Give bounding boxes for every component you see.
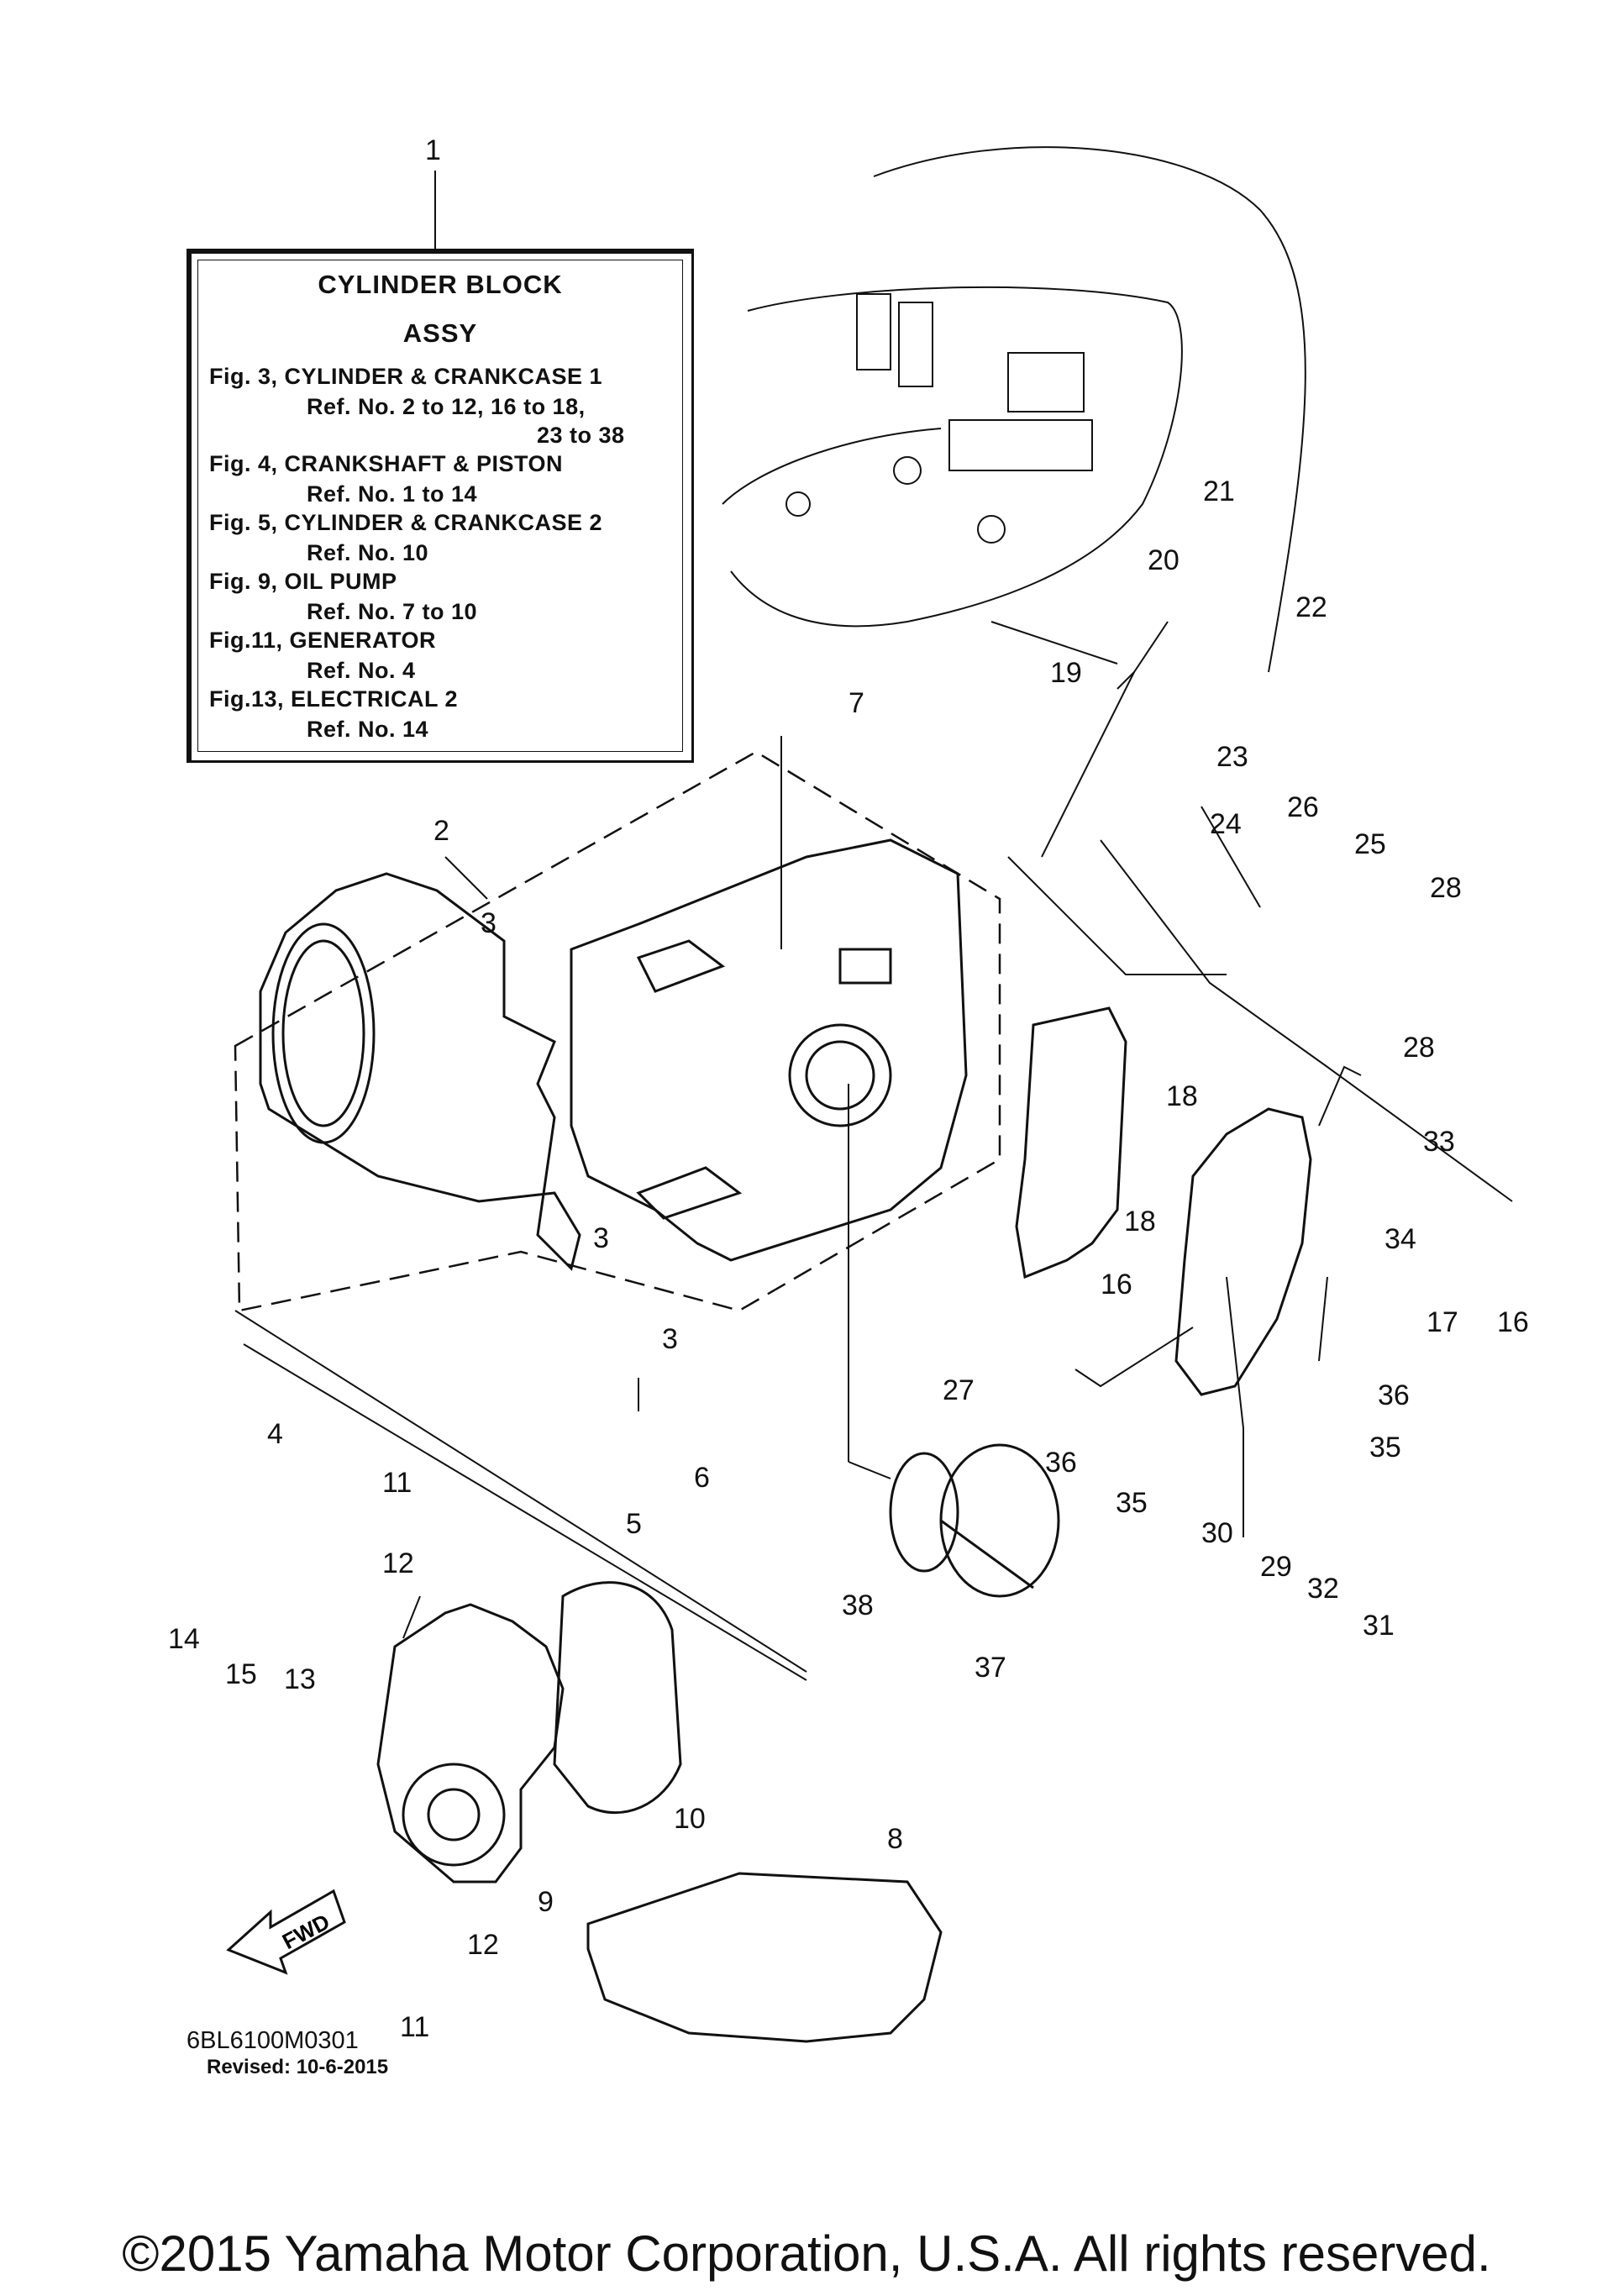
- callout-35: 35: [1369, 1432, 1401, 1463]
- legend-line: Fig. 4, CRANKSHAFT & PISTON: [209, 451, 564, 476]
- callout-28: 28: [1403, 1032, 1435, 1064]
- callout-28: 28: [1430, 872, 1462, 904]
- callout-27: 27: [943, 1374, 975, 1406]
- callout-33: 33: [1423, 1126, 1455, 1158]
- legend-line: Ref. No. 14: [307, 717, 429, 742]
- oil-filter-37: [889, 1443, 1060, 1598]
- callout-5: 5: [626, 1508, 642, 1540]
- callout-8: 8: [887, 1823, 903, 1855]
- callout-25: 25: [1354, 828, 1386, 860]
- callout-16: 16: [1101, 1269, 1132, 1300]
- callout-32: 32: [1307, 1573, 1339, 1605]
- gasket-10: [553, 1581, 682, 1815]
- callout-3: 3: [481, 907, 497, 939]
- callout-6: 6: [694, 1462, 710, 1494]
- legend-line: Ref. No. 2 to 12, 16 to 18,: [307, 394, 586, 419]
- legend-line: Fig.11, GENERATOR: [209, 628, 437, 653]
- callout-4: 4: [267, 1418, 283, 1450]
- oil-pump: [376, 1603, 565, 1884]
- callout-12: 12: [467, 1929, 499, 1961]
- callout-20: 20: [1148, 544, 1180, 576]
- leader-lines: [234, 171, 1513, 1681]
- assembly-dashed-outline: [234, 750, 1001, 1312]
- legend-line: Ref. No. 4: [307, 658, 416, 683]
- callout-38: 38: [842, 1589, 874, 1621]
- legend-box: CYLINDER BLOCK ASSY Fig. 3, CYLINDER & C…: [187, 249, 694, 763]
- callout-30: 30: [1201, 1517, 1233, 1549]
- gasket-27: [1015, 1006, 1127, 1279]
- legend-line: Fig.13, ELECTRICAL 2: [209, 686, 459, 712]
- callout-13: 13: [284, 1663, 316, 1695]
- crankcase-block: [570, 838, 968, 1262]
- callout-37: 37: [975, 1652, 1006, 1684]
- callout-26: 26: [1287, 791, 1319, 823]
- callout-11: 11: [400, 2011, 429, 2043]
- callout-35: 35: [1116, 1487, 1148, 1519]
- legend-line: Ref. No. 1 to 14: [307, 481, 478, 507]
- callout-18: 18: [1166, 1080, 1198, 1112]
- cylinder-block-housing: [259, 872, 581, 1271]
- callout-14: 14: [168, 1623, 200, 1655]
- callout-24: 24: [1210, 808, 1242, 840]
- upper-engine-outline: [722, 146, 1306, 673]
- diagram-code: 6BL6100M0301: [187, 2027, 359, 2054]
- callout-31: 31: [1363, 1610, 1395, 1642]
- callout-34: 34: [1384, 1223, 1416, 1255]
- legend-inner-frame: [197, 260, 683, 752]
- callout-36: 36: [1045, 1447, 1077, 1479]
- legend-line: Ref. No. 7 to 10: [307, 599, 478, 624]
- callout-12: 12: [382, 1547, 414, 1579]
- legend-line: Ref. No. 10: [307, 540, 429, 565]
- legend-ref-number: 1: [425, 134, 441, 166]
- callout-29: 29: [1260, 1551, 1292, 1583]
- revised-date: Revised: 10-6-2015: [207, 2056, 389, 2078]
- callout-23: 23: [1216, 741, 1248, 773]
- callout-3: 3: [593, 1222, 609, 1254]
- callout-15: 15: [225, 1658, 257, 1690]
- legend-line: Fig. 3, CYLINDER & CRANKCASE 1: [209, 364, 603, 389]
- callout-11: 11: [382, 1467, 412, 1499]
- gasket-8: [586, 1872, 943, 2043]
- legend-line: 23 to 38: [537, 423, 625, 448]
- callout-7: 7: [849, 687, 864, 719]
- callout-22: 22: [1295, 591, 1327, 623]
- legend-line: Fig. 5, CYLINDER & CRANKCASE 2: [209, 510, 603, 535]
- callout-18: 18: [1124, 1206, 1156, 1237]
- legend-title-line2: ASSY: [402, 318, 478, 348]
- callout-2: 2: [433, 815, 449, 847]
- callout-3: 3: [662, 1323, 678, 1355]
- copyright-footer: ©2015 Yamaha Motor Corporation, U.S.A. A…: [122, 2225, 1491, 2282]
- fwd-arrow-icon: FWD: [226, 1889, 346, 1975]
- callout-9: 9: [538, 1886, 554, 1918]
- callout-10: 10: [674, 1803, 706, 1835]
- thermostat-cover: [1174, 1107, 1312, 1396]
- callout-19: 19: [1050, 657, 1082, 689]
- callout-17: 17: [1426, 1306, 1458, 1338]
- callout-21: 21: [1203, 475, 1235, 507]
- callout-36: 36: [1378, 1379, 1410, 1411]
- legend-title-line1: CYLINDER BLOCK: [318, 270, 563, 299]
- callout-labels: 2 3 3 3 3 4 5 6 7 8 9 10 11 11 12 12 13 …: [168, 475, 1529, 2043]
- legend-line: Fig. 9, OIL PUMP: [209, 569, 397, 594]
- callout-16: 16: [1497, 1306, 1529, 1338]
